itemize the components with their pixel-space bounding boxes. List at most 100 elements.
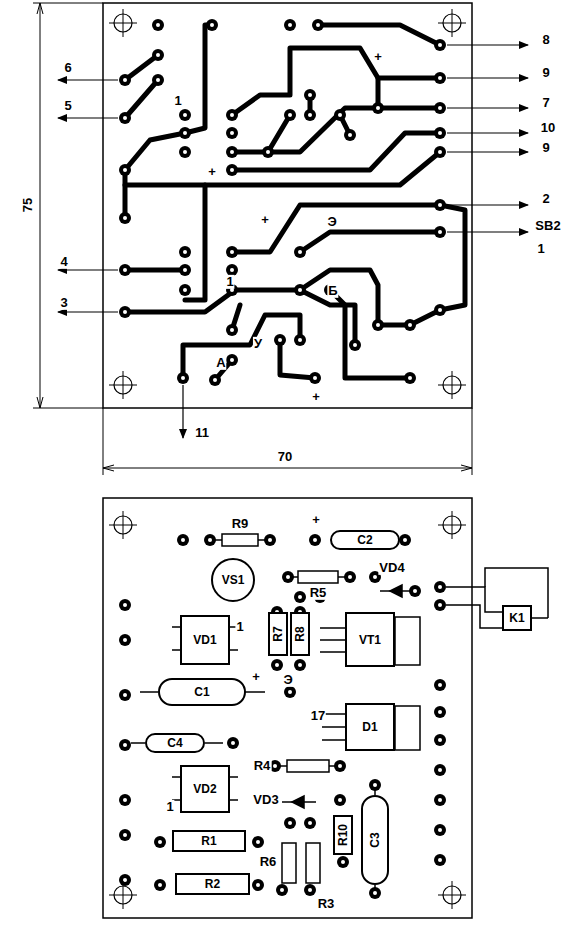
crosshair [109, 511, 137, 539]
pad-hole [123, 603, 127, 607]
pad [404, 372, 416, 384]
pad [337, 856, 349, 868]
pad [309, 372, 321, 384]
component-outline: R8 [290, 612, 310, 656]
pad-hole [123, 878, 127, 882]
component-label: C3 [368, 832, 382, 847]
pad [434, 794, 446, 806]
pad-hole [313, 376, 317, 380]
pad-hole [376, 106, 380, 110]
pad-hole [275, 663, 279, 667]
pad-hole [123, 798, 127, 802]
component-outline: VD1 [180, 615, 230, 665]
callout-label: 4 [59, 255, 68, 269]
pads [119, 19, 446, 899]
component-outline: D1 [345, 703, 395, 751]
pad [119, 634, 131, 646]
pad [434, 764, 446, 776]
pad [434, 581, 446, 593]
component-label: R8 [293, 626, 307, 641]
pad [284, 817, 296, 829]
pad-hole [123, 743, 127, 747]
pad-hole [280, 888, 284, 892]
pad [284, 686, 296, 698]
pad-hole [158, 840, 162, 844]
component-label: R1 [201, 834, 216, 848]
pad-hole [338, 113, 342, 117]
pad-hole [438, 203, 442, 207]
pad [372, 319, 384, 331]
pad-hole [298, 595, 302, 599]
callout-label: 2 [541, 192, 550, 206]
pad-hole [403, 538, 407, 542]
component-label: VS1 [222, 573, 245, 587]
pad-hole [123, 268, 127, 272]
pad [284, 109, 296, 121]
callout-label: 10 [540, 121, 556, 135]
pad-hole [313, 538, 317, 542]
pad [274, 334, 286, 346]
callout-label: А [215, 356, 226, 370]
pad [344, 129, 356, 141]
pad-hole [438, 768, 442, 772]
dimension-lines [33, 3, 472, 475]
pad [152, 19, 164, 31]
callout-label: + [311, 513, 321, 527]
pad-hole [288, 821, 292, 825]
callout-label: 17 [310, 709, 326, 723]
pad-hole [438, 710, 442, 714]
pad [434, 854, 446, 866]
pad [312, 19, 324, 31]
component-outline: C3 [361, 795, 389, 885]
callout-label: 9 [541, 66, 550, 80]
pad [204, 534, 216, 546]
pad-hole [288, 690, 292, 694]
component-outline: K1 [502, 605, 532, 631]
callout-label: + [207, 165, 217, 179]
pad-hole [213, 378, 217, 382]
component-label: VD1 [193, 633, 216, 647]
pad-hole [298, 338, 302, 342]
pad [119, 829, 131, 841]
callout-label: 1 [165, 800, 174, 814]
crosshair [438, 511, 466, 539]
component-label: D1 [362, 720, 377, 734]
pad-hole [438, 585, 442, 589]
pad-hole [438, 858, 442, 862]
pad [119, 794, 131, 806]
pad [294, 659, 306, 671]
lead-arrows [58, 45, 528, 438]
pad [152, 74, 164, 86]
pad [404, 319, 416, 331]
callout-label: + [251, 670, 261, 684]
pad-hole [273, 764, 277, 768]
pad-hole [123, 116, 127, 120]
callout-label: SB2 [534, 219, 561, 233]
component-outline: C2 [330, 530, 400, 550]
callout-label: 1 [173, 94, 182, 108]
pad-hole [438, 131, 442, 135]
dimension-label: 70 [277, 450, 293, 464]
crosshair [109, 881, 137, 909]
pad-hole [298, 288, 302, 292]
callout-label: VD3 [252, 793, 279, 807]
pad [226, 164, 238, 176]
pad-hole [408, 323, 412, 327]
component-outline: C4 [145, 733, 205, 753]
pad-hole [376, 323, 380, 327]
pad-hole [123, 216, 127, 220]
pad-hole [338, 798, 342, 802]
pad [119, 599, 131, 611]
pad-hole [230, 131, 234, 135]
pad-hole [230, 113, 234, 117]
callout-label: Э [282, 673, 293, 687]
pad-hole [256, 883, 260, 887]
pad [434, 226, 446, 238]
pad-hole [341, 860, 345, 864]
pad [119, 689, 131, 701]
pad-hole [156, 78, 160, 82]
pad [304, 884, 316, 896]
pad-hole [230, 168, 234, 172]
pad [372, 102, 384, 114]
pad [294, 246, 306, 258]
